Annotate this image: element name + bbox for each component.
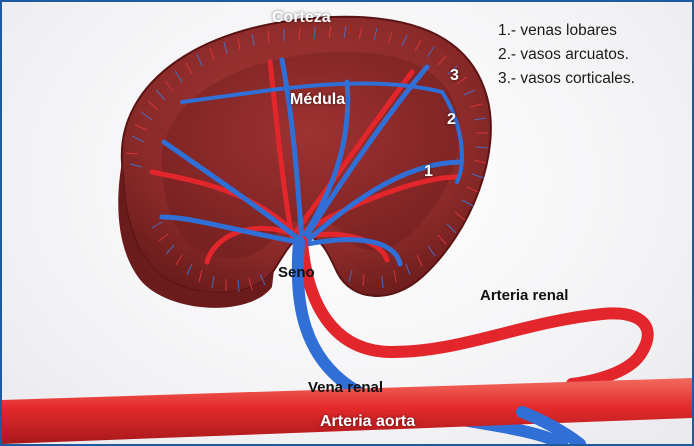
label-corteza: Corteza <box>272 10 331 26</box>
legend-item-2: 2.- vasos arcuatos. <box>498 43 635 67</box>
marker-1: 1 <box>424 164 433 180</box>
label-arteria-aorta: Arteria aorta <box>320 414 415 430</box>
marker-3: 3 <box>450 68 459 84</box>
label-seno: Seno <box>278 265 315 280</box>
label-arteria-renal: Arteria renal <box>480 288 568 303</box>
label-medula: Médula <box>290 92 345 108</box>
label-vena-renal: Vena renal <box>308 380 383 395</box>
legend-item-3: 3.- vasos corticales. <box>498 67 635 91</box>
marker-2: 2 <box>447 112 456 128</box>
legend: 1.- venas lobares 2.- vasos arcuatos. 3.… <box>498 19 635 91</box>
legend-item-1: 1.- venas lobares <box>498 19 635 43</box>
